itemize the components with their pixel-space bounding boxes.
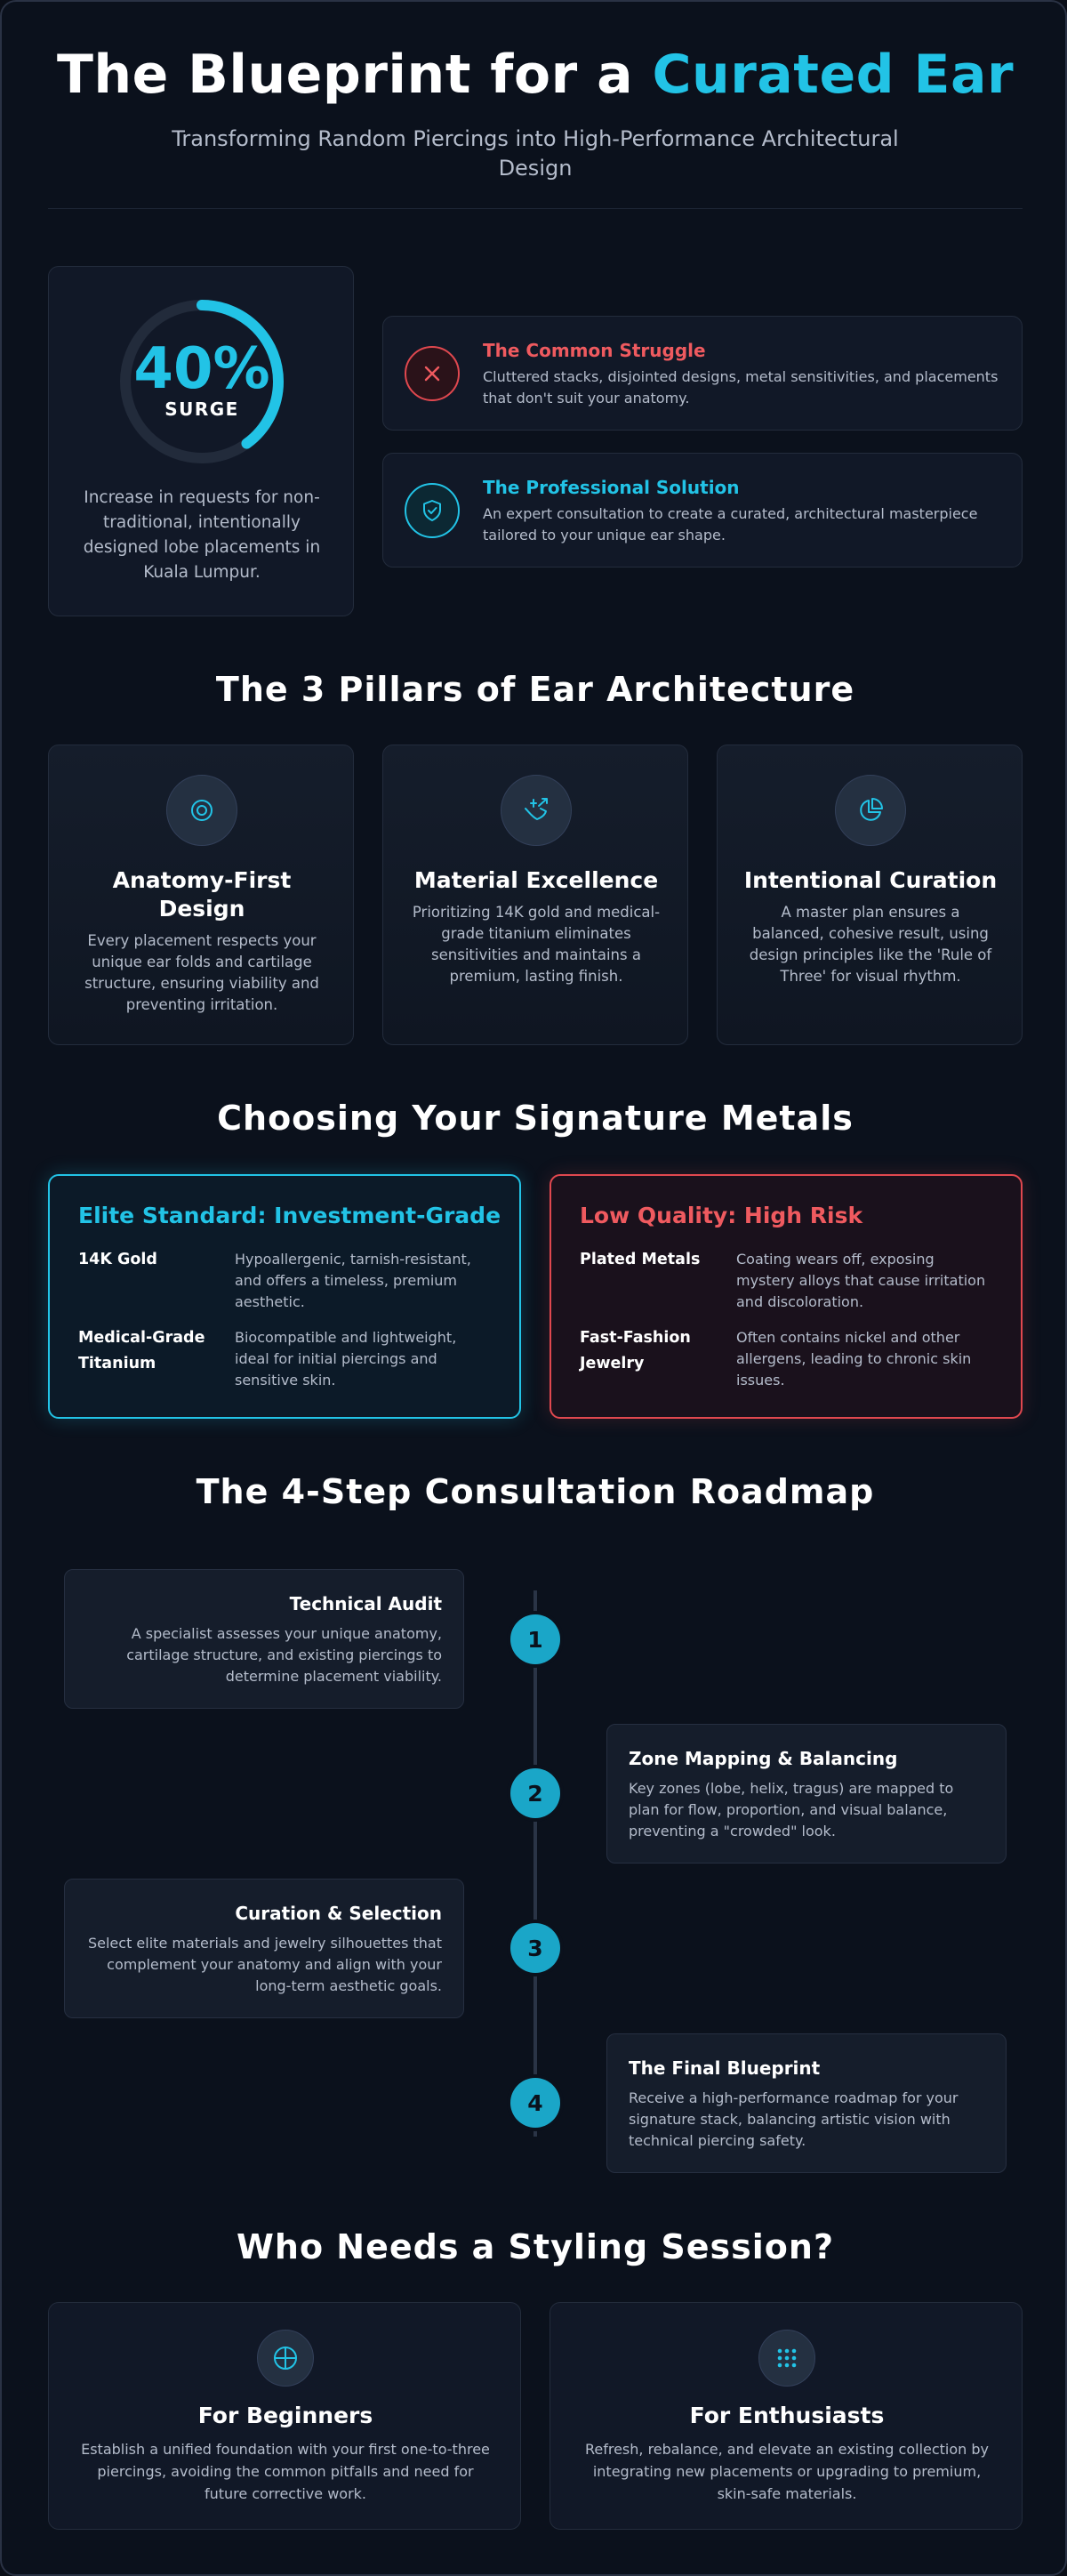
surge-percent: 40% [133, 336, 270, 402]
header-divider [48, 208, 1023, 209]
metal-description: Often contains nickel and other allergen… [736, 1329, 972, 1389]
pillar-text: Every placement respects your unique ear… [84, 932, 319, 1013]
audience-section-title: Who Needs a Styling Session? [236, 2227, 834, 2266]
roadmap-section-title: The 4-Step Consultation Roadmap [196, 1472, 875, 1511]
header: The Blueprint for a Curated Ear Transfor… [48, 39, 1023, 183]
pillar-card-curation: Intentional Curation A master plan ensur… [717, 745, 1023, 1045]
roadmap-step-4: The Final Blueprint Receive a high-perfo… [606, 2033, 1007, 2173]
shield-check-icon [405, 483, 460, 538]
gem-icon [501, 775, 572, 846]
pillar-title: Intentional Curation [743, 867, 998, 893]
step-title: Zone Mapping & Balancing [629, 1748, 898, 1769]
pillar-title: Material Excellence [413, 867, 659, 893]
elite-metals-card: Elite Standard: Investment-Grade 14K Gol… [48, 1174, 521, 1419]
title-accent: Curated Ear [652, 44, 1015, 106]
pillar-card-material: Material Excellence Prioritizing 14K gol… [382, 745, 688, 1045]
metal-name: Medical-Grade Titanium [78, 1329, 205, 1373]
professional-solution-card: The Professional Solution An expert cons… [382, 453, 1023, 568]
surge-description: Increase in requests for non-traditional… [83, 488, 321, 582]
common-struggle-text: Cluttered stacks, disjointed designs, me… [483, 368, 999, 407]
roadmap-step-1: Technical Audit A specialist assesses yo… [64, 1569, 464, 1709]
page-title: The Blueprint for a Curated Ear [48, 39, 1023, 110]
metal-description: Hypoallergenic, tarnish-resistant, and o… [235, 1251, 471, 1310]
step-text: Receive a high-performance roadmap for y… [629, 2089, 959, 2149]
metal-name: Fast-Fashion Jewelry [580, 1329, 691, 1373]
elite-metals-heading: Elite Standard: Investment-Grade [78, 1203, 501, 1228]
audience-card-enthusiasts: For Enthusiasts Refresh, rebalance, and … [550, 2302, 1023, 2530]
step-title: Technical Audit [289, 1593, 442, 1614]
low-quality-metals-card: Low Quality: High Risk Plated Metals Coa… [550, 1174, 1023, 1419]
metal-description: Biocompatible and lightweight, ideal for… [235, 1329, 457, 1389]
step-number-badge: 3 [510, 1923, 560, 1973]
pillar-text: A master plan ensures a balanced, cohesi… [749, 904, 992, 985]
pillar-text: Prioritizing 14K gold and medical-grade … [412, 904, 661, 985]
step-number-badge: 2 [510, 1768, 560, 1818]
title-main: The Blueprint for a [56, 44, 653, 106]
step-text: A specialist assesses your unique anatom… [126, 1625, 442, 1685]
low-quality-heading: Low Quality: High Risk [580, 1203, 863, 1228]
step-title: The Final Blueprint [629, 2057, 821, 2079]
professional-solution-text: An expert consultation to create a curat… [483, 505, 978, 543]
pillar-title: Anatomy-First Design [112, 867, 292, 922]
audience-title: For Enthusiasts [689, 2403, 885, 2428]
surge-progress-ring [120, 300, 284, 463]
step-number-badge: 1 [510, 1614, 560, 1664]
metal-name: 14K Gold [78, 1251, 157, 1268]
step-title: Curation & Selection [235, 1903, 442, 1924]
surge-stat-card: 40% SURGE Increase in requests for non-t… [48, 266, 354, 616]
step-text: Select elite materials and jewelry silho… [87, 1935, 442, 1994]
pillar-card-anatomy: Anatomy-First Design Every placement res… [48, 745, 354, 1045]
professional-solution-title: The Professional Solution [483, 477, 740, 498]
crosshair-circle-icon [257, 2330, 314, 2387]
grid-dots-icon [758, 2330, 815, 2387]
audience-card-beginners: For Beginners Establish a unified founda… [48, 2302, 521, 2530]
pillars-section-title: The 3 Pillars of Ear Architecture [215, 670, 855, 709]
target-icon [166, 775, 237, 846]
pie-chart-icon [835, 775, 906, 846]
common-struggle-title: The Common Struggle [483, 340, 706, 361]
common-struggle-card: The Common Struggle Cluttered stacks, di… [382, 316, 1023, 431]
metal-name: Plated Metals [580, 1251, 701, 1268]
audience-title: For Beginners [197, 2403, 373, 2428]
audience-text: Establish a unified foundation with your… [81, 2441, 490, 2502]
metal-description: Coating wears off, exposing mystery allo… [736, 1251, 986, 1310]
roadmap-step-3: Curation & Selection Select elite materi… [64, 1879, 464, 2018]
page-subtitle: Transforming Random Piercings into High-… [172, 126, 899, 181]
metals-section-title: Choosing Your Signature Metals [217, 1099, 854, 1138]
step-number-badge: 4 [510, 2078, 560, 2128]
audience-text: Refresh, rebalance, and elevate an exist… [584, 2441, 990, 2502]
surge-label: SURGE [164, 398, 239, 420]
timeline-line [534, 1590, 537, 2137]
surge-progress-arc [120, 300, 284, 463]
step-text: Key zones (lobe, helix, tragus) are mapp… [629, 1780, 954, 1839]
roadmap-step-2: Zone Mapping & Balancing Key zones (lobe… [606, 1724, 1007, 1864]
close-icon [405, 346, 460, 401]
